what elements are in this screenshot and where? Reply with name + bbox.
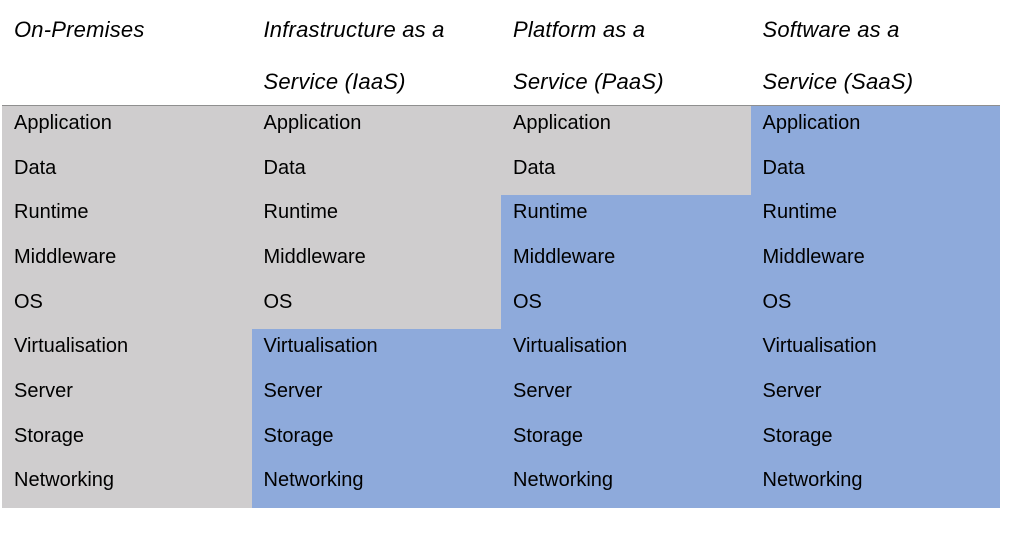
cell-paas-os: OS — [501, 284, 751, 330]
cell-iaas-middleware: Middleware — [251, 239, 501, 285]
cell-saas-middleware: Middleware — [750, 239, 1000, 285]
cell-on-premises-data: Data — [2, 150, 252, 196]
cell-saas-storage: Storage — [750, 418, 1000, 464]
cell-on-premises-runtime: Runtime — [2, 195, 252, 240]
cell-on-premises-storage: Storage — [2, 418, 252, 464]
cell-on-premises-application: Application — [2, 106, 252, 151]
column-header-iaas: Infrastructure as a Service (IaaS) — [263, 17, 445, 94]
cell-on-premises-os: OS — [2, 284, 252, 330]
column-header-paas: Platform as a Service (PaaS) — [513, 17, 664, 94]
column-header-on-premises: On-Premises — [14, 17, 145, 42]
table-header: On-Premises Infrastructure as a Service … — [2, 0, 1000, 106]
cell-iaas-storage: Storage — [251, 418, 501, 464]
cell-paas-networking: Networking — [501, 463, 751, 508]
cell-paas-middleware: Middleware — [501, 239, 751, 285]
cell-saas-application: Application — [750, 106, 1000, 151]
cell-iaas-runtime: Runtime — [251, 195, 501, 240]
cell-on-premises-networking: Networking — [2, 463, 252, 508]
cell-saas-server: Server — [750, 373, 1000, 419]
cell-paas-data: Data — [501, 150, 751, 196]
cell-saas-data: Data — [750, 150, 1000, 196]
cell-iaas-virtualisation: Virtualisation — [251, 329, 501, 374]
cell-on-premises-middleware: Middleware — [2, 239, 252, 285]
cell-paas-virtualisation: Virtualisation — [501, 329, 751, 374]
cell-iaas-application: Application — [251, 106, 501, 151]
cell-paas-storage: Storage — [501, 418, 751, 464]
cell-saas-networking: Networking — [750, 463, 1000, 508]
cell-paas-runtime: Runtime — [501, 195, 751, 240]
cell-saas-runtime: Runtime — [750, 195, 1000, 240]
header-divider — [2, 105, 1000, 106]
column-header-saas: Software as a Service (SaaS) — [762, 17, 914, 94]
cell-paas-application: Application — [501, 106, 751, 151]
cell-iaas-networking: Networking — [251, 463, 501, 508]
cell-saas-virtualisation: Virtualisation — [750, 329, 1000, 374]
cell-iaas-os: OS — [251, 284, 501, 330]
cell-iaas-data: Data — [251, 150, 501, 196]
cell-on-premises-server: Server — [2, 373, 252, 419]
cell-iaas-server: Server — [251, 373, 501, 419]
cell-saas-os: OS — [750, 284, 1000, 330]
cell-paas-server: Server — [501, 373, 751, 419]
cell-on-premises-virtualisation: Virtualisation — [2, 329, 252, 374]
